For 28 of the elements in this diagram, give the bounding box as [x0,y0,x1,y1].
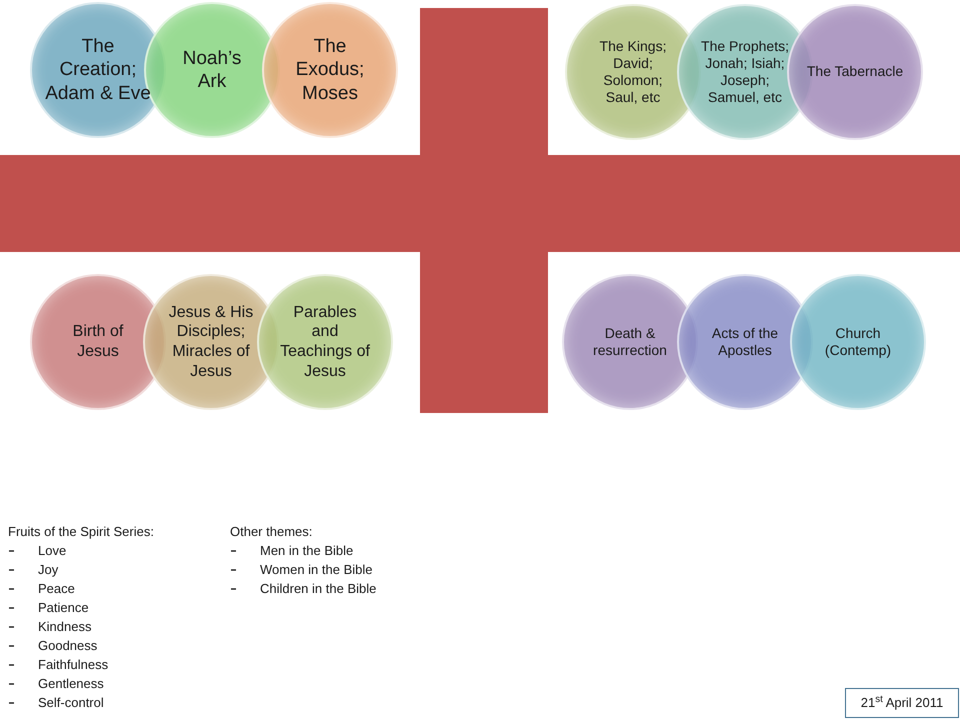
circle-text: The Prophets; Jonah; Isiah; Joseph; Samuel, etc [700,38,790,106]
list-item: Gentleness [38,675,104,693]
circle-text: The Tabernacle [806,63,904,81]
list-item: Peace [38,580,75,598]
circle-text: The Exodus; Moses [294,35,366,105]
circle-text: The Creation; Adam & Eve [44,35,152,105]
list-item: Kindness [38,618,92,636]
list-item: Patience [38,599,89,617]
list-item: Joy [38,561,58,579]
circle-text: Birth of Jesus [72,322,124,362]
date-text: 21$^{st}$ April 2011 [860,693,944,712]
list-item: Children in the Bible [260,580,376,598]
circle-text: Death & resurrection [592,324,668,360]
list-item: Faithfulness [38,656,108,674]
list-item: Love [38,542,66,560]
list-item: Goodness [38,637,98,655]
list-item: Women in the Bible [260,561,372,579]
list-heading: Fruits of the Spirit Series: [8,523,154,541]
circle-text: Jesus & His Disciples; Miracles of Jesus [168,302,254,382]
circle-text: Church (Contemp) [824,324,892,360]
circle-text: Acts of the Apostles [710,324,780,360]
list-item: Men in the Bible [260,542,354,560]
circle-text: Parables and Teachings of Jesus [280,302,370,382]
date-box [845,688,959,718]
list-heading: Other themes: [230,523,314,541]
circle-text: Noah’s Ark [182,46,242,94]
circle-text: The Kings; David; Solomon; Saul, etc [598,38,668,106]
list-item: Self-control [38,694,104,712]
